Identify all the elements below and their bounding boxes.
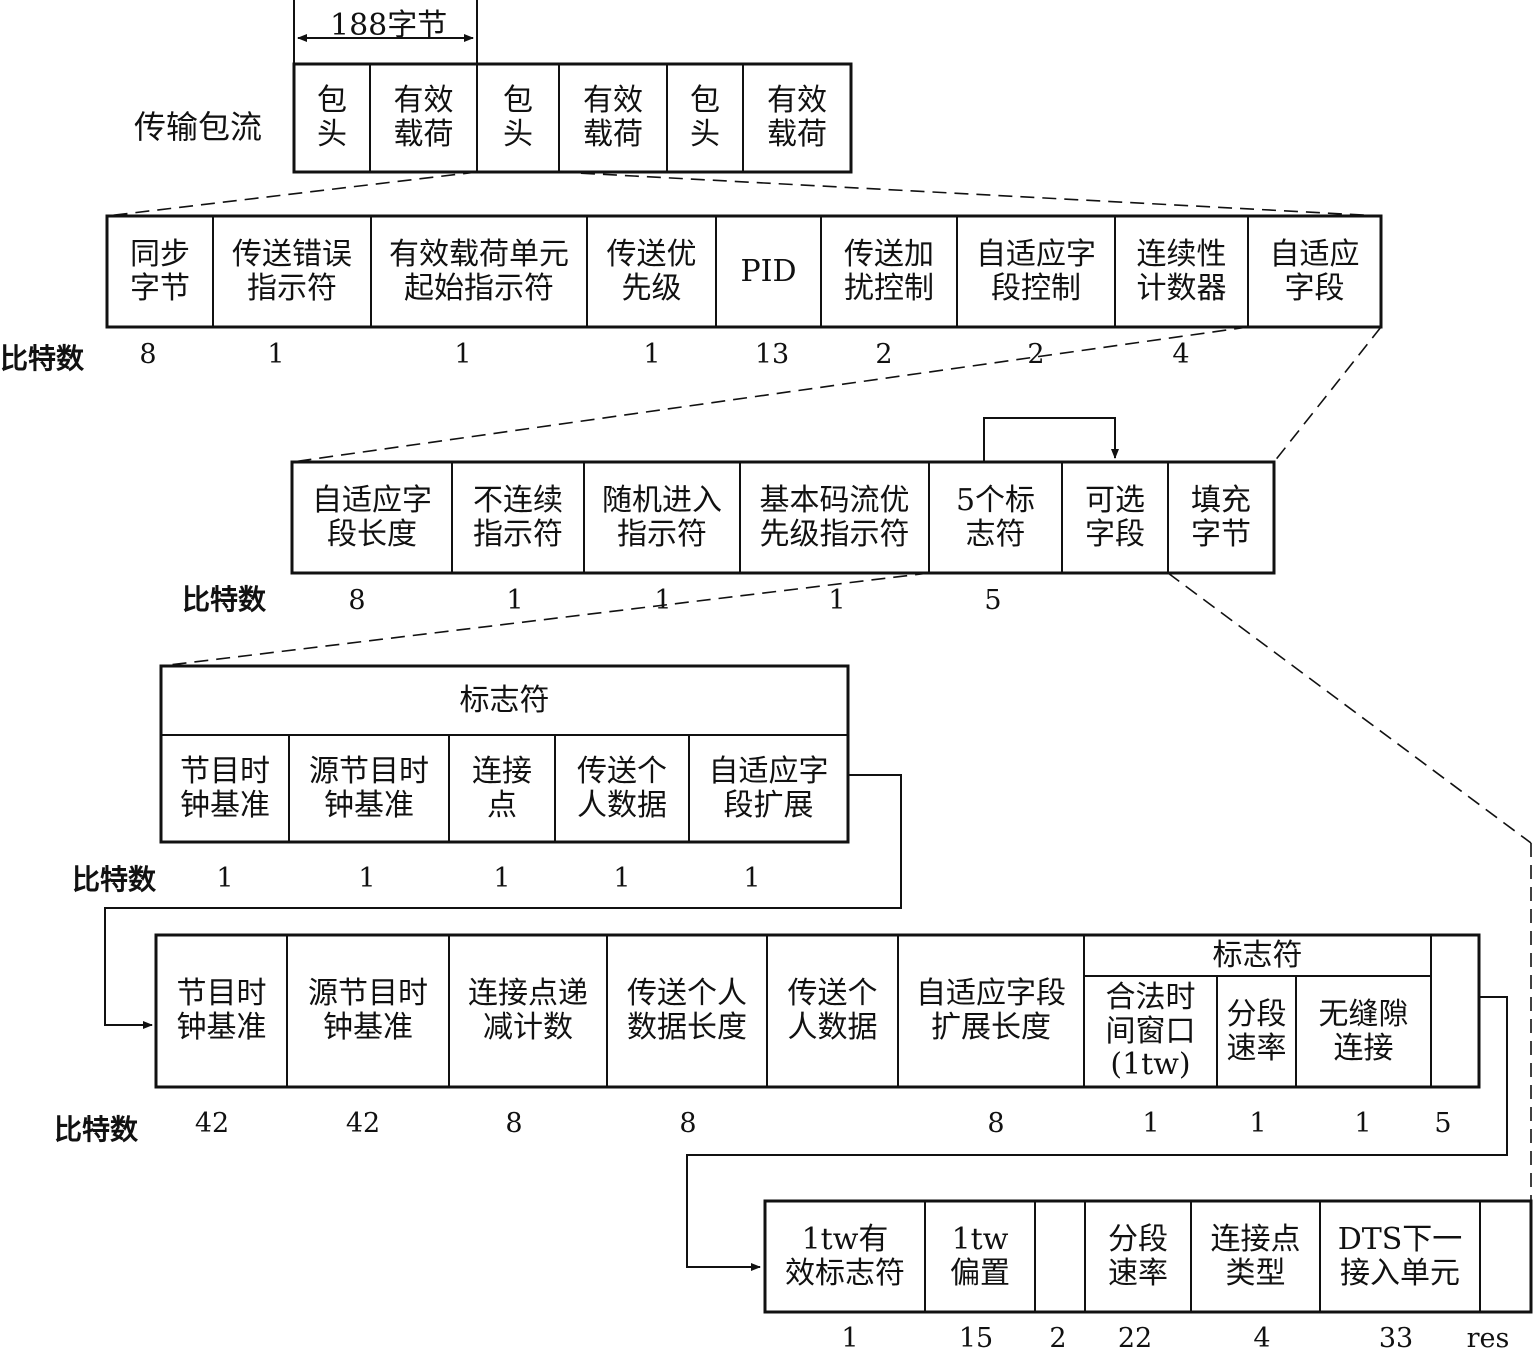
row1-sync-byte: 同步 字节 <box>130 236 190 306</box>
row3-flags-header: 标志符 <box>459 682 550 718</box>
row4-ltw-flag: 合法时 间窗口 (1tw) <box>1105 980 1196 1083</box>
row2-adaptation-field-length: 自适应字 段长度 <box>312 482 432 552</box>
row2-discontinuity-indicator: 不连续 指示符 <box>473 482 563 552</box>
row2-bits-discontinuity: 1 <box>506 585 524 616</box>
row0-payload-3: 有效 载荷 <box>767 83 827 152</box>
row4-bits-seamless-flag: 1 <box>1354 1108 1372 1139</box>
row1-bits-sync: 8 <box>139 339 157 370</box>
row4-bits-label: 比特数 <box>54 1113 139 1146</box>
row4-opcr: 源节目时 钟基准 <box>308 976 428 1045</box>
row0-payload-2: 有效 载荷 <box>583 83 643 152</box>
row5-ltw-valid-flag: 1tw有 效标志符 <box>785 1221 905 1291</box>
flags-arrow <box>983 417 1119 462</box>
row3-pcr-flag: 节目时 钟基准 <box>180 753 270 823</box>
row3-bits-private: 1 <box>613 863 631 894</box>
row3-opcr-flag: 源节目时 钟基准 <box>309 753 429 823</box>
row5-reserved-b <box>1480 1201 1531 1312</box>
row4-piecewise-rate-flag: 分段 速率 <box>1226 996 1287 1066</box>
transport-stream-label: 传输包流 <box>134 108 263 146</box>
row2-bits-flags: 5 <box>984 585 1002 616</box>
row1-transport-error-indicator: 传送错误 指示符 <box>232 236 352 306</box>
row5-bits-reserved-a: 2 <box>1049 1323 1067 1354</box>
row1-bits-counter: 4 <box>1172 339 1190 370</box>
row1-continuity-counter: 连续性 计数器 <box>1136 236 1227 306</box>
row3-bits-splicing: 1 <box>493 863 511 894</box>
row4-extension-length: 自适应字段 扩展长度 <box>916 976 1066 1045</box>
row4-seamless-splice-flag: 无缝隙 连接 <box>1318 996 1409 1066</box>
row1-bits-label: 比特数 <box>0 342 85 375</box>
row3-bits-opcr: 1 <box>358 863 376 894</box>
row4-flags-header: 标志符 <box>1212 937 1303 973</box>
byte-size-label: 188字节 <box>330 8 448 43</box>
row1-bits-priority: 1 <box>643 339 661 370</box>
row4-bits-opcr: 42 <box>345 1108 381 1139</box>
row4-bits-ltw-flag: 1 <box>1142 1108 1160 1139</box>
row0-packet-header-2: 包 头 <box>503 83 533 152</box>
row4-bits-pcr: 42 <box>194 1108 230 1139</box>
row2-bits-es-priority: 1 <box>828 585 846 616</box>
row1-bits-pid: 13 <box>754 339 790 370</box>
row1-scrambling-control: 传送加 扰控制 <box>844 236 934 306</box>
row4-pcr: 节目时 钟基准 <box>176 976 267 1045</box>
row5-bits-ltw-offset: 15 <box>958 1323 994 1354</box>
row1-transport-priority: 传送优 先级 <box>606 236 697 306</box>
row5-splice-type: 连接点 类型 <box>1210 1221 1301 1291</box>
row5-reserved-a <box>1035 1201 1085 1312</box>
row4-bits-splice-countdown: 8 <box>505 1108 523 1139</box>
row1-adaptation-field: 自适应 字段 <box>1269 236 1360 306</box>
row0-packet-header-3: 包 头 <box>690 83 720 152</box>
row2-five-flags: 5个标 志符 <box>955 482 1036 552</box>
row1-bits-error: 1 <box>267 339 285 370</box>
row1-payload-unit-start-indicator: 有效载荷单元 起始指示符 <box>389 236 569 306</box>
row4-private-data-length: 传送个人 数据长度 <box>627 976 747 1045</box>
row4-bits-private-length: 8 <box>679 1108 697 1139</box>
row3-bits-pcr: 1 <box>216 863 234 894</box>
row2-stuffing-bytes: 填充 字节 <box>1191 482 1251 552</box>
row1-bits-afc: 2 <box>1027 339 1045 370</box>
row2-bits-random-access: 1 <box>654 585 672 616</box>
row5-bits-splice-type: 4 <box>1253 1323 1271 1354</box>
row0-packet-header-1: 包 头 <box>317 83 347 152</box>
row2-random-access-indicator: 随机进入 指示符 <box>602 482 722 552</box>
row3-extension-flag: 自适应字 段扩展 <box>708 753 829 823</box>
row5-bits-ltw-valid: 1 <box>841 1323 859 1354</box>
row3-splicing-point-flag: 连接 点 <box>472 753 532 823</box>
row2-bits-length: 8 <box>348 585 366 616</box>
row5-bits-piecewise-rate: 22 <box>1117 1323 1153 1354</box>
row5-bits-reserved-b: res <box>1466 1323 1510 1354</box>
row5-bits-dts: 33 <box>1378 1323 1414 1354</box>
row4-bits-extension-length: 8 <box>987 1108 1005 1139</box>
row4-splice-countdown: 连接点递 减计数 <box>468 976 588 1045</box>
row5-dts-next-au: DTS下一 接入单元 <box>1337 1221 1463 1291</box>
row4-private-data: 传送个 人数据 <box>787 976 878 1045</box>
row4-bits-reserved: 5 <box>1434 1108 1452 1139</box>
row2-optional-field: 可选 字段 <box>1085 482 1145 552</box>
row1-bits-start: 1 <box>454 339 472 370</box>
row3-bits-extension: 1 <box>743 863 761 894</box>
row3-bits-label: 比特数 <box>72 863 157 896</box>
row1-bits-scrambling: 2 <box>875 339 893 370</box>
row2-bits-label: 比特数 <box>182 583 267 616</box>
row1-pid: PID <box>740 253 797 289</box>
row5-piecewise-rate: 分段 速率 <box>1108 1221 1168 1291</box>
row5-ltw-offset: 1tw 偏置 <box>950 1221 1010 1291</box>
row1-adaptation-field-control: 自适应字 段控制 <box>976 236 1096 306</box>
row3-private-data-flag: 传送个 人数据 <box>577 753 667 823</box>
row4-bits-piecewise-flag: 1 <box>1249 1108 1267 1139</box>
row2-es-priority-indicator: 基本码流优 先级指示符 <box>759 482 910 552</box>
row0-payload-1: 有效 载荷 <box>393 83 454 152</box>
